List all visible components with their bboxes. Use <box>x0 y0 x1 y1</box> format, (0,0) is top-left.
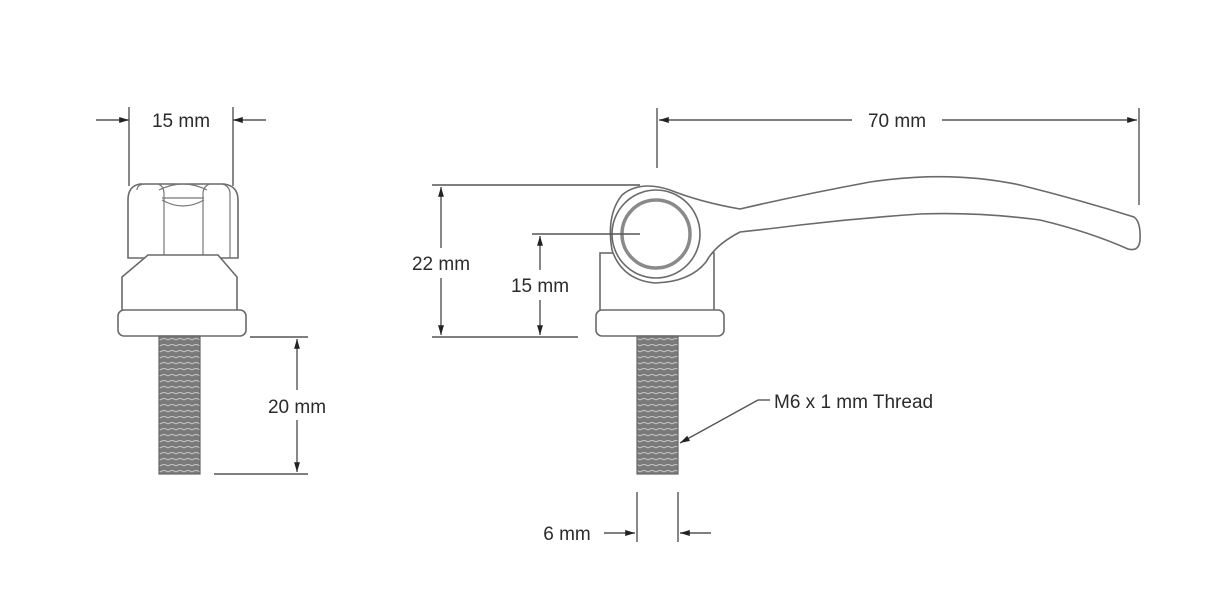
dim-head-width: 15 mm <box>96 107 266 186</box>
dim-stud-diameter: 6 mm <box>543 492 711 545</box>
label-pivot-height: 15 mm <box>511 276 569 297</box>
label-head-width: 15 mm <box>152 111 210 132</box>
side-threaded-stud <box>636 335 679 475</box>
dim-lever-length: 70 mm <box>656 108 1140 205</box>
front-view: 15 mm 20 mm <box>96 107 326 475</box>
dim-pivot-height: 15 mm <box>511 233 640 335</box>
label-thread-spec: M6 x 1 mm Thread <box>774 392 933 413</box>
label-stud-length: 20 mm <box>268 397 326 418</box>
front-threaded-stud <box>158 335 201 475</box>
label-lever-length: 70 mm <box>868 111 926 132</box>
side-view: 70 mm 22 mm 15 mm 6 mm <box>412 108 1141 545</box>
dim-overall-height: 22 mm <box>412 184 640 338</box>
label-stud-diameter: 6 mm <box>543 524 591 545</box>
label-overall-height: 22 mm <box>412 254 470 275</box>
dim-stud-length: 20 mm <box>214 336 326 475</box>
side-washer <box>595 309 725 337</box>
front-head-shape <box>117 183 247 475</box>
callout-thread: M6 x 1 mm Thread <box>679 392 933 444</box>
lever-shape <box>609 175 1141 284</box>
